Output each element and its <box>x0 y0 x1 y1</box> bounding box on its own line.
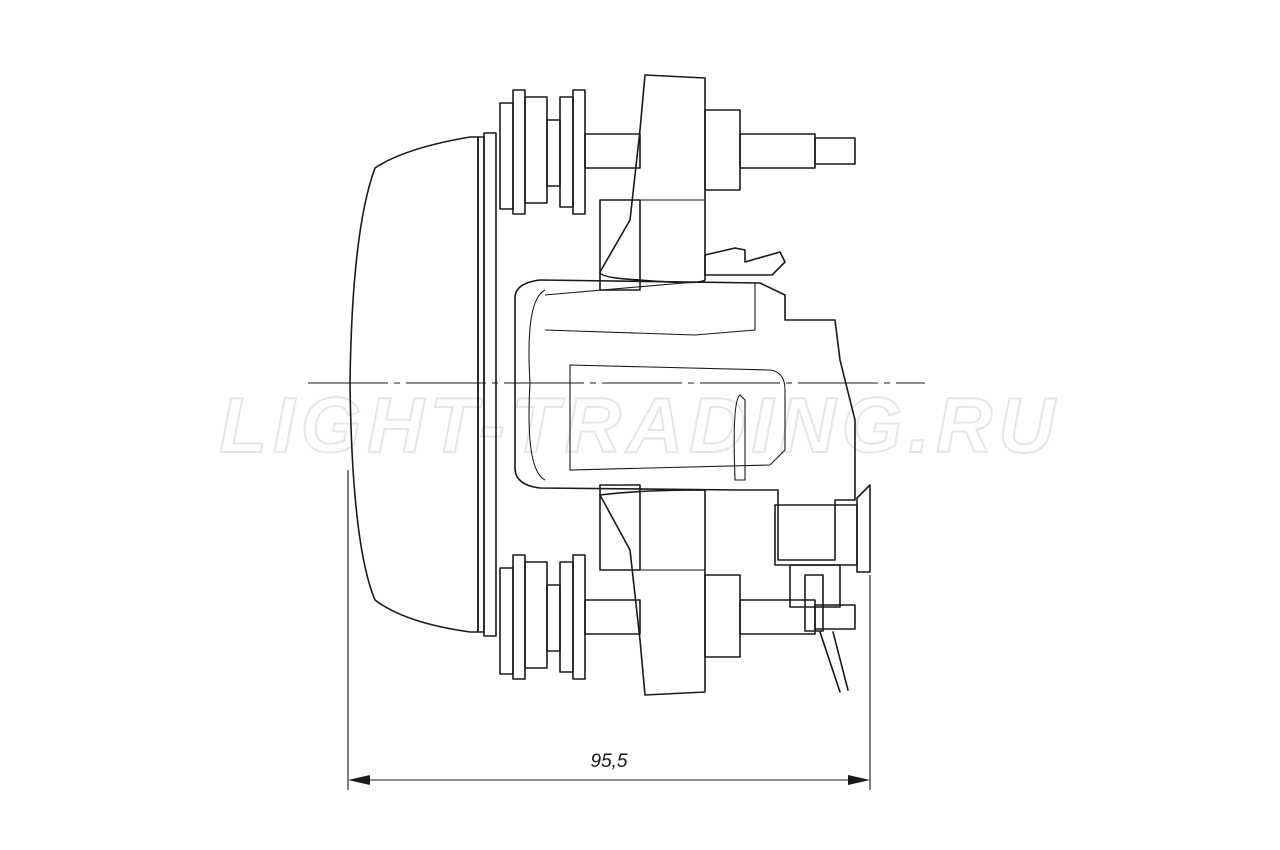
top-mounting-stud <box>499 89 856 215</box>
watermark: LIGHT-TRADING.RU <box>219 381 1060 469</box>
driver-housing <box>514 279 856 561</box>
cable-clip <box>704 247 786 276</box>
lens-dome <box>349 136 479 633</box>
mounting-bracket-lower <box>599 489 706 696</box>
width-dimension: 95,5 <box>347 470 871 790</box>
bezel-flange <box>483 132 497 637</box>
wire-connector <box>774 484 871 693</box>
lamp-side-view <box>308 74 925 696</box>
bottom-mounting-stud <box>499 554 856 680</box>
width-dimension-label: 95,5 <box>591 751 628 772</box>
mounting-bracket <box>599 74 706 284</box>
